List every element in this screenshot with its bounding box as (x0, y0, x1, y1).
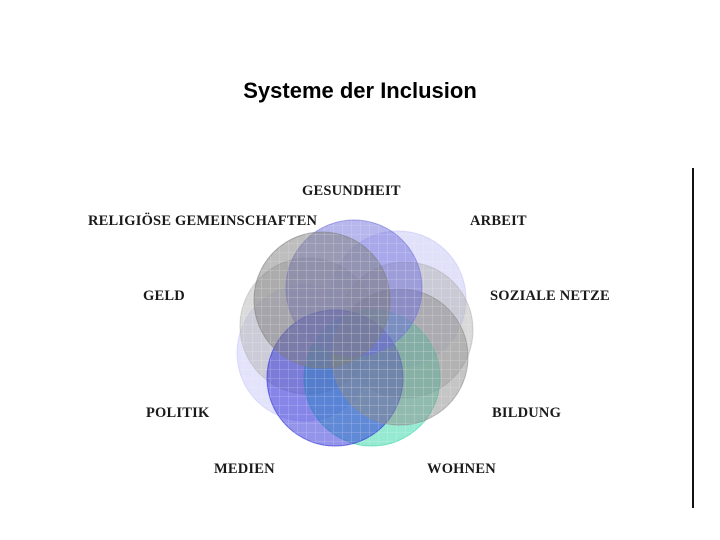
page-title: Systeme der Inclusion (243, 78, 477, 103)
label-geld: GELD (143, 288, 185, 304)
circle-grid-religioese (254, 232, 390, 368)
label-arbeit: ARBEIT (470, 213, 527, 229)
label-religioese-gemeinschaften: RELIGIÖSE GEMEINSCHAFTEN (88, 213, 318, 229)
divider-line (692, 168, 694, 508)
label-bildung: BILDUNG (492, 405, 562, 421)
label-gesundheit: GESUNDHEIT (302, 183, 401, 199)
label-soziale-netze: SOZIALE NETZE (490, 288, 610, 304)
label-wohnen: WOHNEN (427, 461, 496, 477)
label-medien: MEDIEN (214, 461, 275, 477)
label-politik: POLITIK (146, 405, 210, 421)
